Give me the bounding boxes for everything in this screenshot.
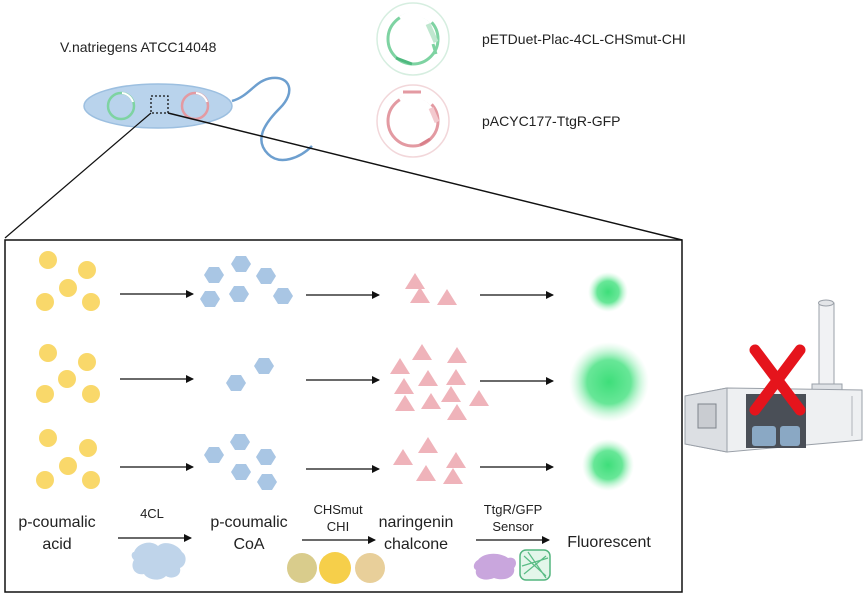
gfp-protein-icon (519, 549, 551, 581)
output-label: Fluorescent (567, 534, 651, 551)
sensor-label-line2: Sensor (492, 519, 534, 534)
product-molecules (390, 344, 489, 420)
row-1 (36, 251, 628, 312)
plasmid-1-icon (376, 2, 450, 76)
plasmid-2-icon (376, 84, 450, 158)
zoom-line-left (4, 112, 152, 239)
plasmid-2-label: pACYC177-TtgR-GFP (482, 113, 620, 129)
bacterium-cell-icon (83, 76, 313, 162)
ttgr-protein-icon (473, 553, 516, 580)
intermediate-label-line2: CoA (233, 536, 264, 553)
enzyme-1-label: 4CL (140, 506, 164, 521)
substrate-label-line1: p-coumalic (18, 514, 95, 531)
enzyme-2-label-line2: CHI (327, 519, 349, 534)
intermediate-label-line1: p-coumalic (210, 514, 287, 531)
fluorescence-signal-medium (582, 439, 634, 491)
product-label-line1: naringenin (379, 514, 454, 531)
substrate-molecules (36, 344, 100, 403)
enzyme-chs-chi-protein-icon (287, 552, 385, 584)
plasmid-1-label: pETDuet-Plac-4CL-CHSmut-CHI (482, 31, 686, 47)
product-molecules (405, 273, 457, 305)
strain-label: V.natriegens ATCC14048 (60, 39, 217, 55)
sensor-label-line1: TtgR/GFP (484, 502, 543, 517)
row-2 (36, 342, 649, 422)
product-label-line2: chalcone (384, 536, 448, 553)
enzyme-2-label-line1: CHSmut (313, 502, 363, 517)
substrate-molecules (36, 251, 100, 311)
red-x-icon (749, 344, 806, 416)
substrate-molecules (36, 429, 100, 489)
substrate-label-line2: acid (42, 536, 71, 553)
enzyme-4cl-protein-icon (131, 542, 186, 580)
intermediate-molecules (204, 434, 277, 490)
intermediate-molecules (226, 358, 274, 391)
fluorescence-signal-low (588, 272, 628, 312)
zoom-line-right (167, 112, 683, 241)
fluorescence-signal-high (569, 342, 649, 422)
product-molecules (393, 437, 466, 484)
zoom-box (150, 95, 169, 114)
row-3 (36, 429, 634, 491)
mass-spectrometer-icon (684, 299, 863, 453)
intermediate-molecules (200, 256, 293, 307)
zoom-panel (4, 239, 683, 593)
